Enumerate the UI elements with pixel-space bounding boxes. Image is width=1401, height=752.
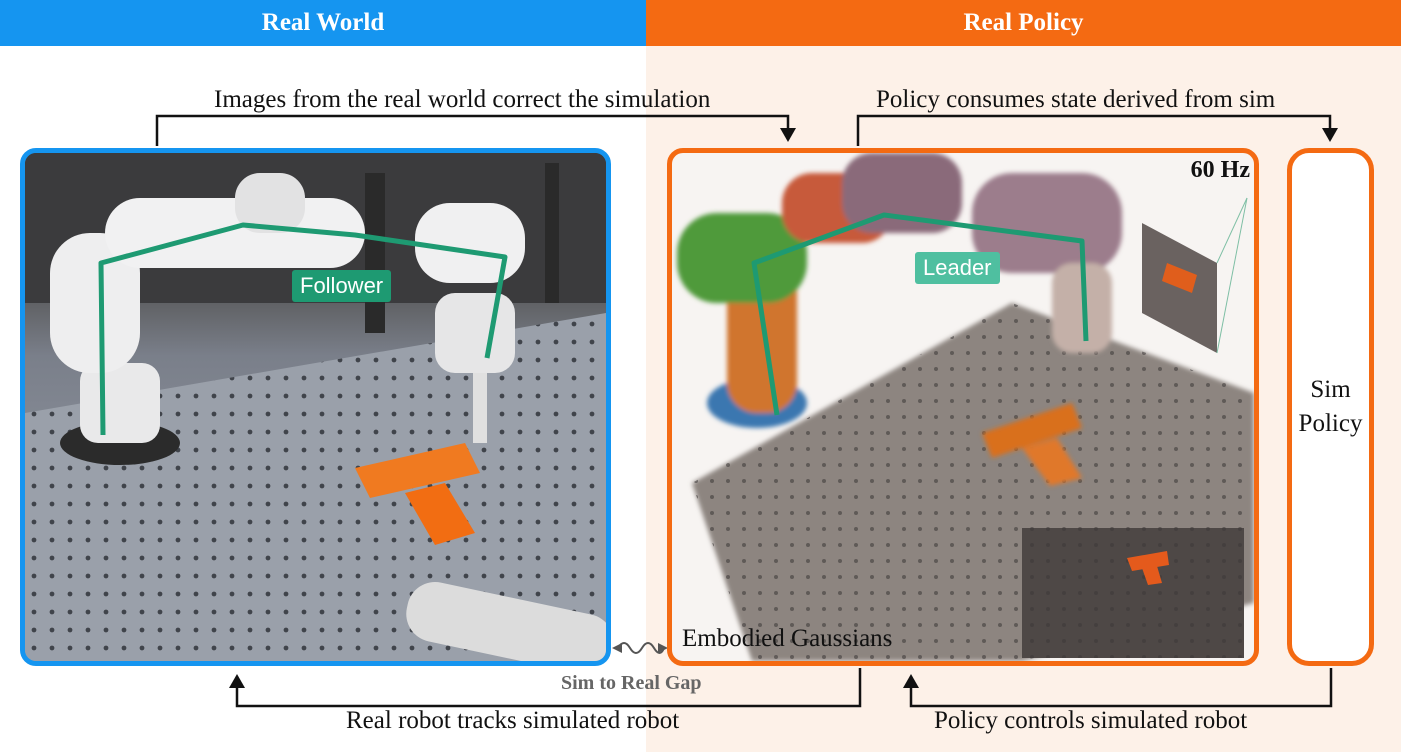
- arrow-policy-controls: [909, 668, 1333, 708]
- orange-t-block: [355, 443, 480, 545]
- label-policy-consumes-state: Policy consumes state derived from sim: [876, 86, 1276, 113]
- gaussian-t-block: [982, 403, 1082, 486]
- sim-panel: Leader 60 Hz Embodied Gaussians: [667, 148, 1259, 666]
- sim-policy-line1: Sim: [1310, 376, 1351, 403]
- real-world-panel: Follower: [20, 148, 611, 666]
- franka-robot-arm: [50, 173, 525, 465]
- sim-policy-line2: Policy: [1298, 410, 1363, 437]
- real-policy-header: Real Policy: [646, 0, 1401, 46]
- real-world-header: Real World: [0, 0, 646, 46]
- rate-label: 60 Hz: [1190, 157, 1250, 183]
- label-policy-controls: Policy controls simulated robot: [934, 707, 1248, 734]
- squiggle-gap-icon: [617, 642, 665, 654]
- gaussian-scene: [677, 153, 1254, 661]
- label-images-correct-sim: Images from the real world correct the s…: [214, 86, 711, 113]
- follower-skeleton: [98, 222, 508, 436]
- arrow-real-robot-tracks: [235, 668, 862, 708]
- embodied-gaussians-caption: Embodied Gaussians: [682, 625, 893, 652]
- label-sim-to-real-gap: Sim to Real Gap: [561, 672, 702, 694]
- camera-device: [406, 582, 606, 661]
- gaussian-robot-arm: [677, 153, 1122, 428]
- arrow-policy-consumes-state: [856, 114, 1332, 146]
- sim-policy-box: Sim Policy: [1287, 148, 1374, 666]
- leader-skeleton: [751, 212, 1089, 416]
- inset-camera-top: [1142, 197, 1248, 354]
- label-real-robot-tracks: Real robot tracks simulated robot: [346, 707, 680, 734]
- follower-tag: Follower: [292, 270, 392, 302]
- inset-camera-bottom: [1022, 528, 1244, 658]
- real-robot-scene: [25, 153, 606, 661]
- leader-tag: Leader: [915, 252, 1000, 284]
- arrow-images-correct-sim: [155, 114, 790, 146]
